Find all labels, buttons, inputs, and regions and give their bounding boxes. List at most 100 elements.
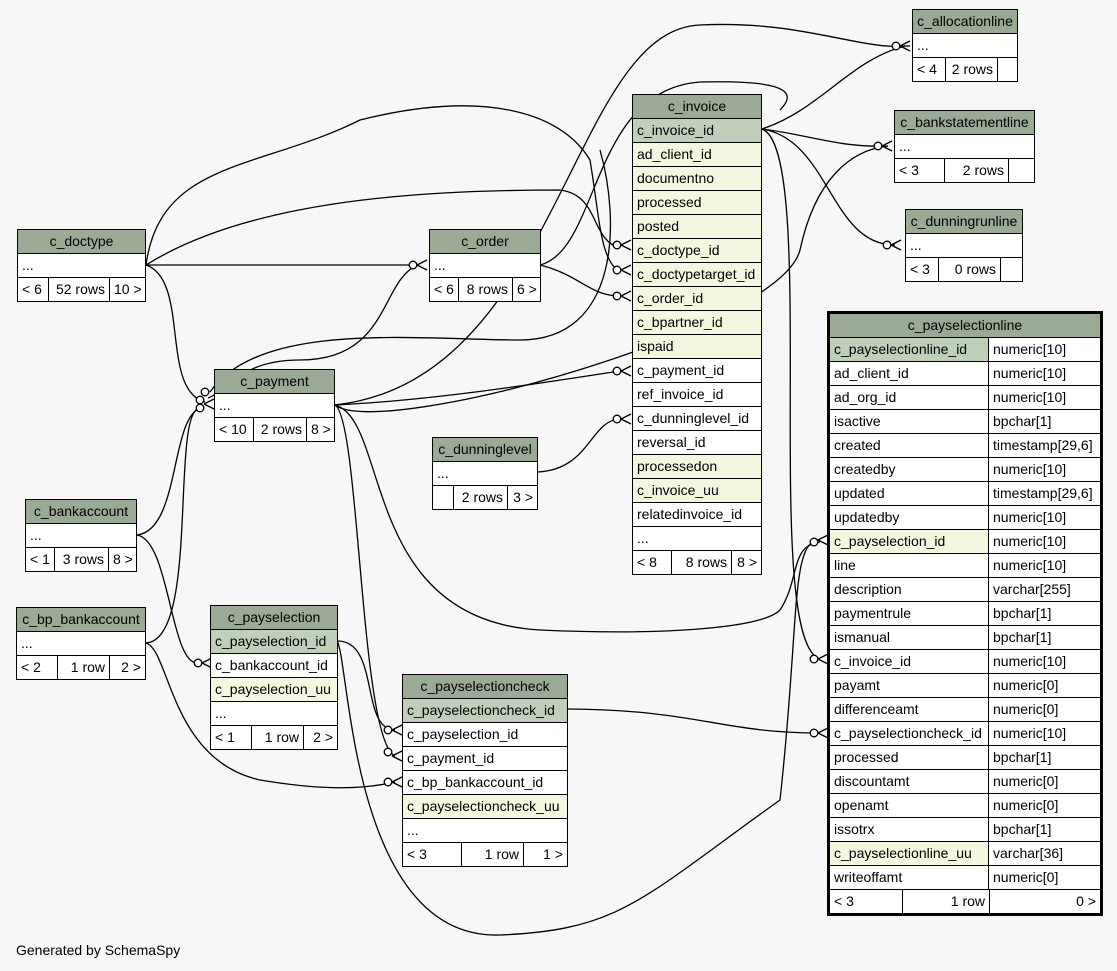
children-count: 6 > xyxy=(512,278,540,301)
parents-count: < 6 xyxy=(22,281,42,297)
children-count: 8 > xyxy=(306,418,334,441)
column-name: c_invoice_id xyxy=(637,122,715,138)
table-title: c_bankaccount xyxy=(26,500,136,524)
table-title: c_payselectionline xyxy=(830,314,1100,338)
table-c-bankaccount[interactable]: c_bankaccount ... < 1 3 rows 8 > xyxy=(25,499,137,572)
children-count: 10 > xyxy=(109,278,145,301)
column-name: posted xyxy=(637,218,680,234)
column-more: ... xyxy=(637,530,649,546)
table-row: updatedby numeric[10] xyxy=(830,506,1100,530)
column-more: ... xyxy=(30,527,42,543)
table-c-order[interactable]: c_order ... < 6 8 rows 6 > xyxy=(429,229,541,302)
column-type: varchar[36] xyxy=(988,842,1100,865)
table-c-payselectioncheck[interactable]: c_payselectioncheck c_payselectioncheck_… xyxy=(402,674,568,867)
column-type: numeric[10] xyxy=(988,362,1100,385)
parents-count: < 1 xyxy=(30,551,50,567)
table-c-payselectionline[interactable]: c_payselectionline c_payselectionline_id… xyxy=(827,311,1103,916)
column-type: varchar[255] xyxy=(988,578,1100,601)
column-name: c_bpartner_id xyxy=(637,314,723,330)
column-type: numeric[0] xyxy=(988,698,1100,721)
table-row: c_payselectionline_id numeric[10] xyxy=(830,338,1100,362)
table-c-dunningrunline[interactable]: c_dunningrunline ... < 3 0 rows xyxy=(905,209,1023,282)
table-c-bankstatementline[interactable]: c_bankstatementline ... < 3 2 rows xyxy=(894,110,1035,183)
parents-count: < 3 xyxy=(407,846,427,862)
row-count: 2 rows xyxy=(945,58,997,81)
column-name: processed xyxy=(637,194,702,210)
row-count: 1 row xyxy=(461,843,523,866)
column-type: bpchar[1] xyxy=(988,410,1100,433)
column-more: ... xyxy=(21,635,33,651)
table-c-bp-bankaccount[interactable]: c_bp_bankaccount ... < 2 1 row 2 > xyxy=(16,607,146,680)
column-type: numeric[10] xyxy=(988,722,1100,745)
column-name: c_payselectionline_id xyxy=(834,341,968,357)
column-more: ... xyxy=(407,822,419,838)
parents-count: < 1 xyxy=(215,729,235,745)
parents-count xyxy=(433,486,453,509)
column-name: c_bankaccount_id xyxy=(215,657,328,673)
column-name: differenceamt xyxy=(834,701,919,717)
column-type: numeric[0] xyxy=(988,674,1100,697)
parents-count: < 10 xyxy=(219,421,247,437)
children-count: 8 > xyxy=(108,548,136,571)
column-name: issotrx xyxy=(834,821,875,837)
table-c-payselection[interactable]: c_payselection c_payselection_id c_banka… xyxy=(210,605,338,750)
column-name: c_dunninglevel_id xyxy=(637,410,750,426)
column-name: ismanual xyxy=(834,629,891,645)
table-row: issotrx bpchar[1] xyxy=(830,818,1100,842)
column-name: processedon xyxy=(637,458,718,474)
table-c-invoice[interactable]: c_invoice c_invoice_id ad_client_id docu… xyxy=(632,94,762,575)
table-title: c_allocationline xyxy=(913,10,1017,34)
column-type: numeric[10] xyxy=(988,458,1100,481)
column-more: ... xyxy=(437,465,449,481)
children-count: 2 > xyxy=(109,656,145,679)
row-count: 0 rows xyxy=(938,258,1000,281)
column-type: bpchar[1] xyxy=(988,626,1100,649)
column-type: numeric[0] xyxy=(988,866,1100,889)
column-type: bpchar[1] xyxy=(988,746,1100,769)
row-count: 1 row xyxy=(57,656,109,679)
table-c-dunninglevel[interactable]: c_dunninglevel ... 2 rows 3 > xyxy=(432,437,538,510)
column-type: timestamp[29,6] xyxy=(988,434,1100,457)
table-c-payment[interactable]: c_payment ... < 10 2 rows 8 > xyxy=(214,369,335,442)
column-name: ad_org_id xyxy=(834,389,897,405)
row-count: 1 row xyxy=(902,890,989,913)
column-name: writeoffamt xyxy=(834,869,903,885)
column-more: ... xyxy=(215,705,227,721)
column-name: c_payselectioncheck_id xyxy=(834,725,982,741)
table-row: ad_org_id numeric[10] xyxy=(830,386,1100,410)
table-c-allocationline[interactable]: c_allocationline ... < 4 2 rows xyxy=(912,9,1018,82)
column-name: c_bp_bankaccount_id xyxy=(407,774,544,790)
table-title: c_dunningrunline xyxy=(906,210,1022,234)
children-count xyxy=(1000,258,1022,281)
column-type: numeric[10] xyxy=(988,506,1100,529)
row-count: 1 row xyxy=(251,726,303,749)
column-more: ... xyxy=(219,397,231,413)
column-name: c_payselection_id xyxy=(215,633,327,649)
column-type: numeric[0] xyxy=(988,770,1100,793)
column-name: c_payselectionline_uu xyxy=(834,845,972,861)
column-type: bpchar[1] xyxy=(988,818,1100,841)
children-count xyxy=(1008,159,1034,182)
column-more: ... xyxy=(910,237,922,253)
table-title: c_order xyxy=(430,230,540,254)
column-type: numeric[10] xyxy=(988,338,1100,361)
column-name: documentno xyxy=(637,170,715,186)
table-row: ismanual bpchar[1] xyxy=(830,626,1100,650)
column-type: numeric[10] xyxy=(988,530,1100,553)
column-name: updatedby xyxy=(834,509,900,525)
table-row: differenceamt numeric[0] xyxy=(830,698,1100,722)
table-c-doctype[interactable]: c_doctype ... < 6 52 rows 10 > xyxy=(17,229,146,302)
column-name: ad_client_id xyxy=(637,146,712,162)
column-type: numeric[10] xyxy=(988,386,1100,409)
column-more: ... xyxy=(899,138,911,154)
children-count: 1 > xyxy=(523,843,567,866)
